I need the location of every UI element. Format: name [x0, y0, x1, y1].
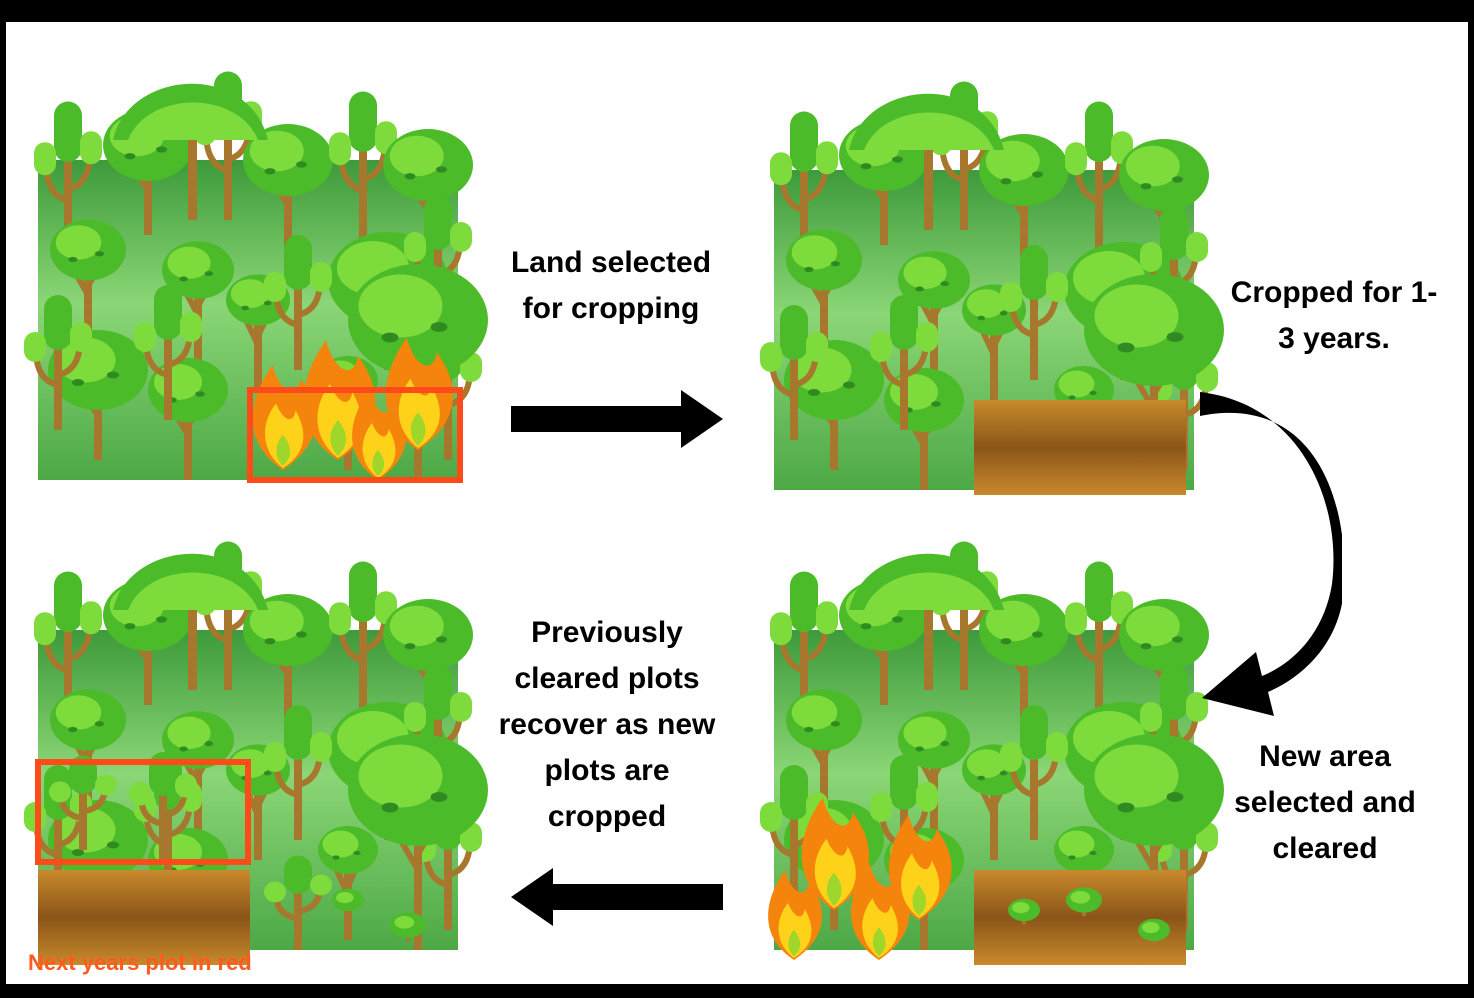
tree-icon	[348, 734, 488, 950]
tree-icon	[34, 101, 102, 250]
panel-step-2	[754, 80, 1224, 510]
caption-cropped: Cropped for 1- 3 years.	[1200, 270, 1468, 362]
tree-icon	[1008, 898, 1040, 925]
cleared-plot	[974, 870, 1186, 965]
tree-icon	[784, 340, 884, 470]
tree-icon	[979, 594, 1069, 720]
tree-icon	[979, 134, 1069, 260]
footnote: Next years plot in red	[28, 950, 252, 976]
tree-icon	[134, 285, 202, 420]
tree-icon	[243, 124, 333, 250]
tree-icon	[264, 855, 332, 950]
tree-icon	[760, 305, 828, 440]
panel-step-4	[18, 540, 488, 970]
arrow-left-icon	[511, 868, 723, 926]
tree-icon	[332, 888, 364, 915]
tree-icon	[870, 295, 938, 430]
tree-icon	[1138, 918, 1170, 945]
caption-new-area: New area selected and cleared	[1200, 734, 1450, 872]
tree-icon	[329, 91, 397, 240]
tree-icon	[1065, 561, 1133, 710]
fire-icon	[801, 797, 870, 910]
caption-land-selected-text: Land selected for cropping	[510, 246, 712, 325]
tree-icon	[162, 711, 234, 830]
tree-icon	[786, 689, 862, 810]
tree-icon	[243, 594, 333, 720]
cleared-plot	[974, 400, 1186, 495]
tree-icon	[264, 235, 332, 370]
cleared-plot	[38, 870, 250, 965]
caption-new-area-text: New area selected and cleared	[1234, 740, 1416, 865]
panel-step-3	[754, 540, 1224, 970]
fire-icon	[352, 390, 407, 480]
tree-icon	[1054, 826, 1114, 940]
tree-icon	[390, 912, 426, 942]
arrow-right-icon	[511, 390, 723, 448]
caption-recover: Previously cleared plots recover as new …	[462, 610, 752, 840]
caption-cropped-text: Cropped for 1- 3 years.	[1230, 276, 1438, 355]
tree-icon	[34, 571, 102, 720]
tree-icon	[770, 111, 838, 260]
caption-recover-text: Previously cleared plots recover as new …	[498, 616, 716, 833]
footnote-text: Next years plot in red	[28, 950, 252, 975]
tree-icon	[1000, 245, 1068, 380]
next-plot-outline	[35, 759, 251, 865]
tree-icon	[770, 571, 838, 720]
fire-icon	[768, 870, 823, 960]
diagram-canvas: Land selected for cropping Cropped for 1…	[6, 22, 1468, 984]
next-plot-outline	[247, 387, 463, 483]
panel-step-1	[18, 70, 488, 500]
fire-icon	[888, 815, 952, 920]
tree-icon	[49, 755, 117, 850]
fire-icon	[385, 337, 454, 450]
tree-icon	[50, 219, 126, 340]
tree-icon	[1066, 887, 1102, 917]
tree-icon	[786, 229, 862, 350]
tree-icon	[264, 705, 332, 840]
curved-arrow-icon	[1200, 392, 1342, 716]
tree-icon	[24, 295, 92, 430]
tree-icon	[1065, 101, 1133, 250]
tree-icon	[329, 561, 397, 710]
tree-icon	[1000, 705, 1068, 840]
caption-land-selected: Land selected for cropping	[446, 240, 776, 332]
